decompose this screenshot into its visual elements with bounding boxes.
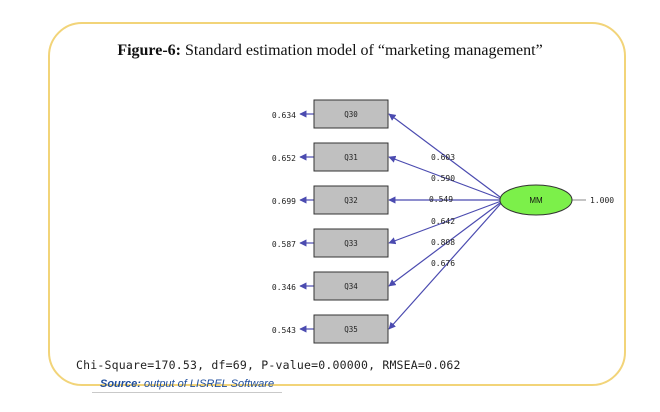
source-text: output of LISREL Software — [140, 378, 275, 390]
loading-label: 0.603 — [431, 153, 455, 162]
loading-label: 0.549 — [429, 195, 453, 204]
error-variance-label: 0.699 — [272, 197, 296, 206]
figure-title: Figure-6: Standard estimation model of “… — [0, 42, 660, 60]
loading-label: 0.676 — [431, 259, 455, 268]
source-note: Source: output of LISREL Software — [100, 378, 274, 390]
error-variance-label: 0.634 — [272, 111, 296, 120]
error-variance-label: 0.543 — [272, 326, 296, 335]
indicator-box — [313, 228, 389, 258]
error-variance-label: 0.346 — [272, 283, 296, 292]
indicator-label: Q30 — [344, 110, 358, 119]
indicator-label: Q34 — [344, 282, 358, 291]
error-variance-label: 0.587 — [272, 240, 296, 249]
indicator-box — [313, 314, 389, 344]
source-rule — [92, 392, 282, 393]
indicator-label: Q31 — [344, 153, 358, 162]
loading-label: 0.808 — [431, 238, 455, 247]
loading-path — [388, 113, 505, 201]
fit-statistics: Chi-Square=170.53, df=69, P-value=0.0000… — [76, 358, 461, 372]
loading-label: 0.590 — [431, 174, 455, 183]
indicator-box — [313, 271, 389, 301]
figure-caption: Standard estimation model of “marketing … — [181, 42, 543, 59]
latent-ellipse — [499, 184, 573, 216]
error-variance-label: 0.652 — [272, 154, 296, 163]
indicator-label: Q35 — [344, 325, 358, 334]
indicator-label: Q33 — [344, 239, 358, 248]
loading-label: 0.642 — [431, 217, 455, 226]
figure-label: Figure-6: — [117, 42, 181, 59]
loading-path — [388, 199, 505, 245]
indicator-box — [313, 185, 389, 215]
loading-path — [388, 199, 505, 287]
loading-path — [388, 199, 505, 330]
loading-path — [388, 155, 505, 201]
indicator-label: Q32 — [344, 196, 358, 205]
indicator-box — [313, 142, 389, 172]
indicator-box — [313, 99, 389, 129]
source-label: Source: — [100, 378, 141, 390]
latent-variance-label: 1.000 — [590, 196, 614, 205]
latent-label: MM — [529, 196, 543, 205]
